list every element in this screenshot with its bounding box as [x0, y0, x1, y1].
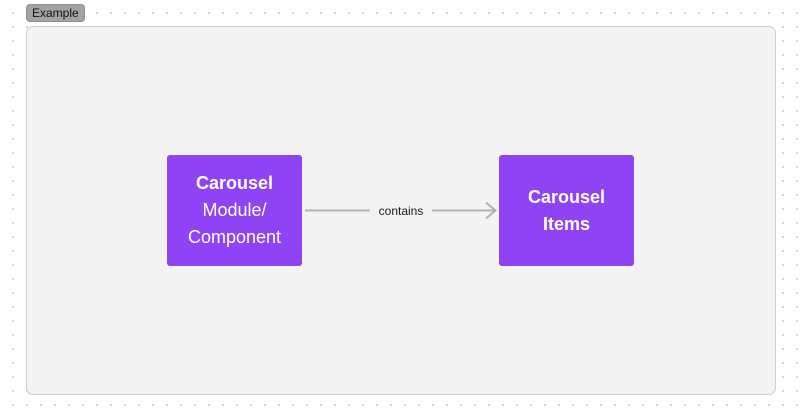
node-line: Items — [542, 213, 591, 234]
node-line: Component — [187, 227, 282, 247]
node-carousel-module[interactable]: Carousel Module/ Component — [167, 155, 302, 266]
section-tag: Example — [26, 4, 85, 22]
node-line: Module/ — [202, 200, 267, 220]
node-carousel-items[interactable]: Carousel Items — [499, 155, 634, 266]
edge-label-contains: contains — [370, 203, 432, 219]
node-line: Carousel — [527, 186, 606, 207]
node-line: Carousel — [195, 173, 274, 193]
